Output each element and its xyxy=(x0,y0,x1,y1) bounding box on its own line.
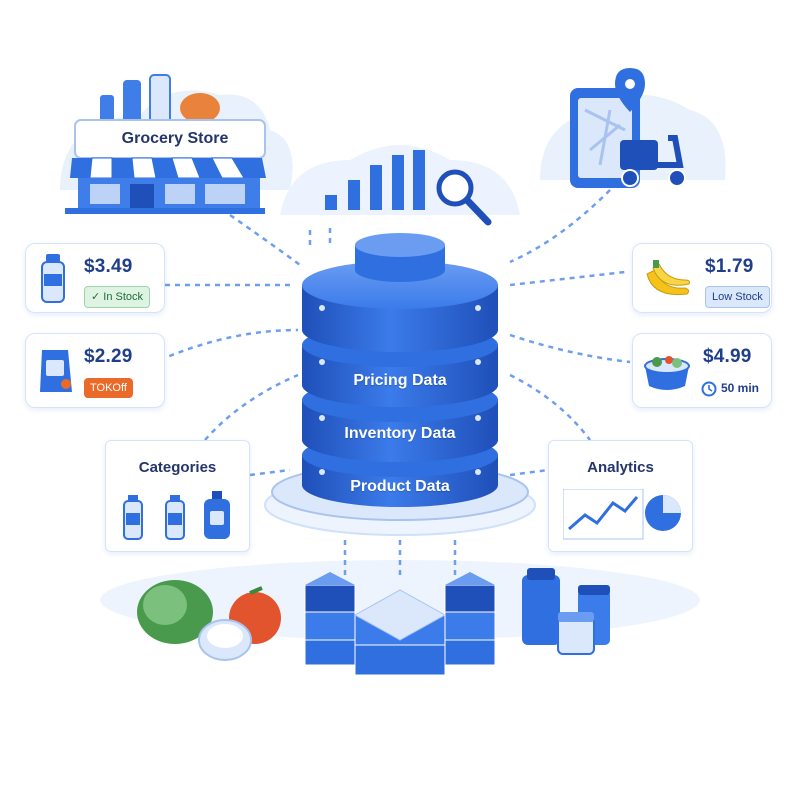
milk-bottle-icon xyxy=(41,254,65,303)
database-layer-product: Product Data xyxy=(350,478,450,495)
database-layer-inventory: Inventory Data xyxy=(344,425,456,442)
jars-icon xyxy=(522,568,610,655)
banana-icon xyxy=(646,260,690,296)
grocery-store-label: Grocery Store xyxy=(121,130,229,147)
delivery-app-icon xyxy=(570,68,686,188)
magnifier-icon xyxy=(436,169,492,226)
analytics-chart-icon xyxy=(563,489,681,540)
categories-title: Categories xyxy=(138,459,217,476)
delivery-time: 50 min xyxy=(701,380,767,398)
analytics-title: Analytics xyxy=(587,459,654,476)
product-card-salad: $4.99 50 min xyxy=(632,333,772,408)
salad-bowl-icon xyxy=(644,356,690,390)
stock-badge: ✓ In Stock xyxy=(84,286,151,308)
produce-icon xyxy=(137,580,281,661)
database-cylinder xyxy=(264,233,536,536)
database-layer-pricing: Pricing Data xyxy=(353,372,447,389)
bagged-product-icon xyxy=(40,350,72,392)
product-price: $4.99 xyxy=(703,346,752,367)
grocery-store-icon xyxy=(65,74,266,214)
analytics-panel: Analytics xyxy=(548,440,693,552)
delivery-time-label: 50 min xyxy=(721,381,760,395)
product-price: $1.79 xyxy=(705,256,754,277)
connector-lines xyxy=(159,189,631,580)
category-bottles-icon xyxy=(123,491,230,540)
storage-blocks-icon xyxy=(304,572,496,676)
product-price: $3.49 xyxy=(84,256,133,277)
product-card-banana: $1.79 Low Stock xyxy=(632,243,772,313)
analytics-bars-icon xyxy=(325,150,425,210)
product-card-milk: $3.49 ✓ In Stock xyxy=(25,243,165,313)
stock-badge: Low Stock xyxy=(705,286,770,308)
clock-icon xyxy=(701,381,717,397)
categories-panel: Categories xyxy=(105,440,250,552)
product-card-bag: $2.29 TOKOff xyxy=(25,333,165,408)
discount-badge: TOKOff xyxy=(84,378,133,398)
product-price: $2.29 xyxy=(84,346,133,367)
